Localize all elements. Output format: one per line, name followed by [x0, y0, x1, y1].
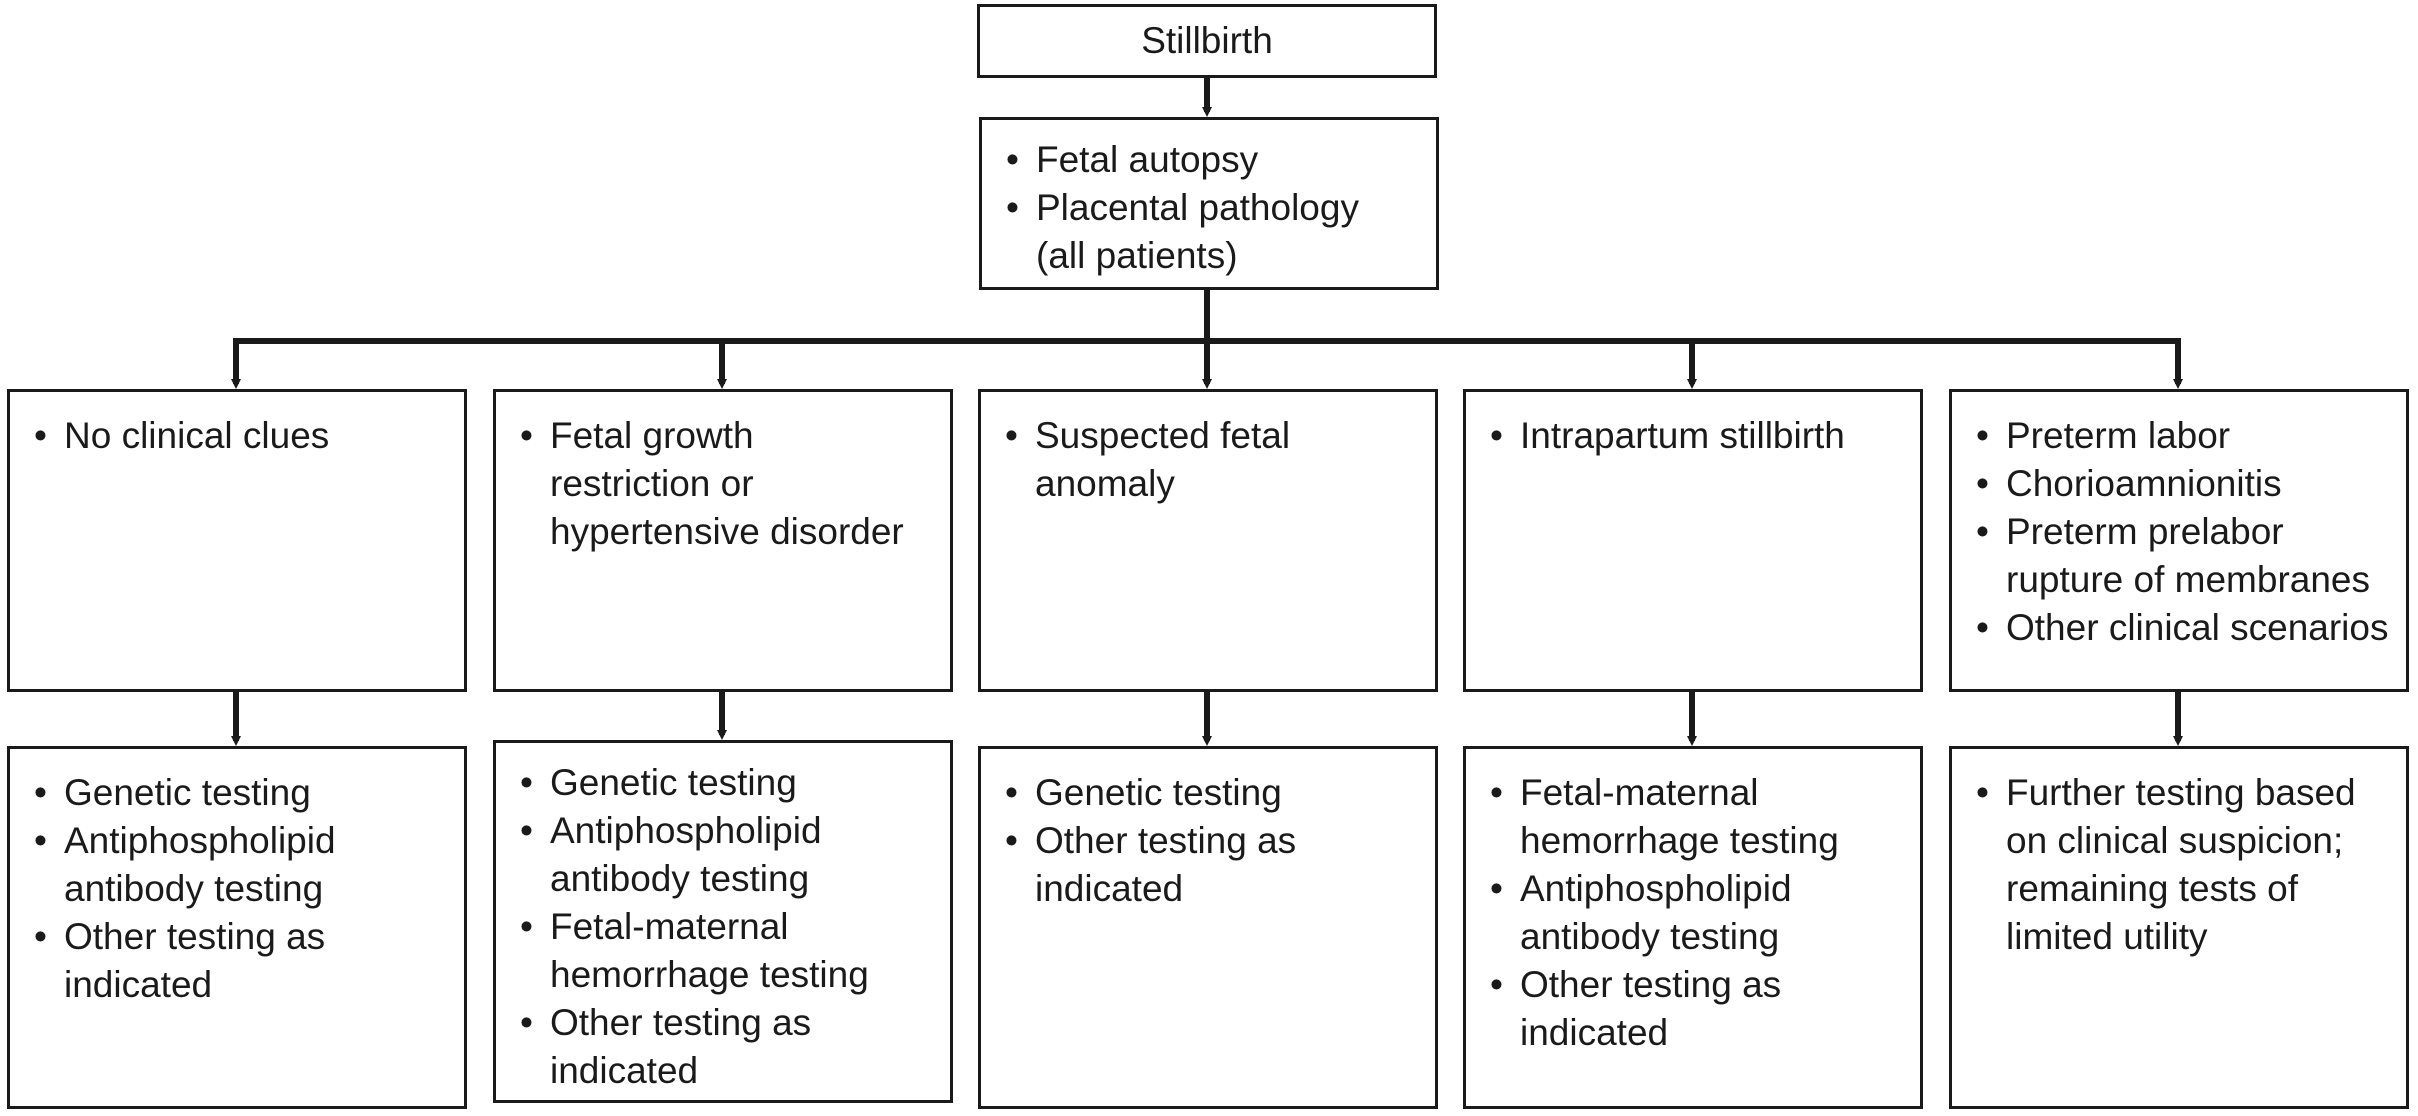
scenario-item: Preterm prelabor rupture of membranes — [1976, 508, 2400, 604]
initial-workup-box: Fetal autopsy Placental pathology (all p… — [979, 117, 1439, 290]
stillbirth-box: Stillbirth — [977, 4, 1437, 78]
testing-item: Other testing as indicated — [34, 913, 458, 1009]
initial-workup-item: Placental pathology (all patients) — [1006, 184, 1430, 280]
scenario-box-fetal-growth-restriction: Fetal growth restriction or hypertensive… — [493, 389, 953, 692]
testing-item: Other testing as indicated — [1005, 817, 1429, 913]
testing-item: Genetic testing — [520, 759, 944, 807]
scenario-box-no-clinical-clues: No clinical clues — [7, 389, 467, 692]
testing-box-fetal-growth-restriction: Genetic testing Antiphospholipid antibod… — [493, 740, 953, 1103]
testing-box-no-clinical-clues: Genetic testing Antiphospholipid antibod… — [7, 746, 467, 1109]
testing-item: Genetic testing — [34, 769, 458, 817]
testing-item: Further testing based on clinical suspic… — [1976, 769, 2400, 961]
testing-item: Fetal-maternal hemorrhage testing — [1490, 769, 1914, 865]
scenario-item: No clinical clues — [34, 412, 458, 460]
testing-item: Fetal-maternal hemorrhage testing — [520, 903, 944, 999]
scenario-item: Suspected fetal anomaly — [1005, 412, 1429, 508]
scenario-item: Fetal growth restriction or hypertensive… — [520, 412, 944, 556]
stillbirth-title: Stillbirth — [1141, 20, 1273, 61]
initial-workup-item: Fetal autopsy — [1006, 136, 1430, 184]
testing-item: Other testing as indicated — [1490, 961, 1914, 1057]
testing-item: Antiphospholipid antibody testing — [1490, 865, 1914, 961]
testing-item: Antiphospholipid antibody testing — [34, 817, 458, 913]
scenario-box-intrapartum-stillbirth: Intrapartum stillbirth — [1463, 389, 1923, 692]
testing-box-suspected-fetal-anomaly: Genetic testing Other testing as indicat… — [978, 746, 1438, 1109]
testing-box-preterm-labor: Further testing based on clinical suspic… — [1949, 746, 2409, 1109]
testing-item: Other testing as indicated — [520, 999, 944, 1095]
scenario-item: Other clinical scenarios — [1976, 604, 2400, 652]
testing-box-intrapartum-stillbirth: Fetal-maternal hemorrhage testing Antiph… — [1463, 746, 1923, 1109]
scenario-item: Preterm labor — [1976, 412, 2400, 460]
scenario-item: Intrapartum stillbirth — [1490, 412, 1914, 460]
scenario-item: Chorioamnionitis — [1976, 460, 2400, 508]
testing-item: Genetic testing — [1005, 769, 1429, 817]
testing-item: Antiphospholipid antibody testing — [520, 807, 944, 903]
scenario-box-suspected-fetal-anomaly: Suspected fetal anomaly — [978, 389, 1438, 692]
scenario-box-preterm-labor: Preterm labor Chorioamnionitis Preterm p… — [1949, 389, 2409, 692]
